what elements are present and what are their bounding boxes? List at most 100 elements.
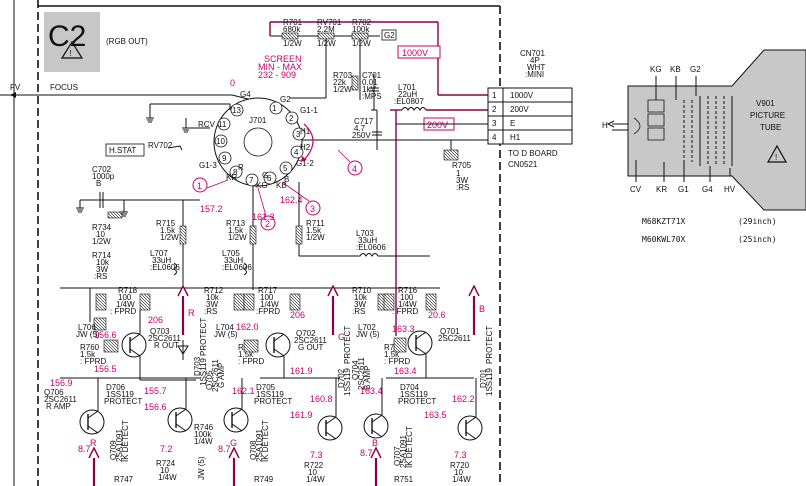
svg-text:1/4W: 1/4W bbox=[306, 475, 325, 484]
svg-text:R715: R715 bbox=[156, 219, 176, 228]
svg-text:163.4: 163.4 bbox=[394, 366, 417, 376]
svg-text:156.9: 156.9 bbox=[50, 378, 73, 388]
svg-text:160.8: 160.8 bbox=[310, 394, 333, 404]
svg-text:JW (5): JW (5) bbox=[214, 330, 238, 339]
svg-text:1SS119: 1SS119 bbox=[256, 390, 284, 399]
callout-2: 2 bbox=[265, 219, 270, 229]
svg-text:1SS119: 1SS119 bbox=[106, 390, 134, 399]
svg-text:C701: C701 bbox=[362, 71, 382, 80]
svg-text:: FPRD: : FPRD bbox=[110, 307, 136, 316]
svg-text:D705: D705 bbox=[256, 383, 276, 392]
svg-text:163.3: 163.3 bbox=[392, 324, 415, 334]
svg-text:KB: KB bbox=[670, 65, 681, 74]
g2-tag bbox=[381, 29, 397, 41]
svg-text:MIN - MAX: MIN - MAX bbox=[258, 62, 302, 72]
svg-text:200V: 200V bbox=[510, 105, 529, 114]
svg-text:10k: 10k bbox=[96, 258, 110, 267]
svg-text:R710: R710 bbox=[352, 286, 372, 295]
svg-text:R701: R701 bbox=[283, 18, 303, 27]
svg-text:IK DETECT: IK DETECT bbox=[121, 420, 130, 462]
svg-text:9: 9 bbox=[222, 154, 227, 163]
svg-text:RCV: RCV bbox=[198, 120, 216, 129]
svg-text:8.7: 8.7 bbox=[78, 444, 91, 454]
svg-text:11: 11 bbox=[218, 120, 227, 129]
svg-text:100: 100 bbox=[400, 293, 414, 302]
svg-text::RS: :RS bbox=[456, 183, 469, 192]
svg-text:2SC2611: 2SC2611 bbox=[148, 334, 181, 343]
svg-text:R716: R716 bbox=[398, 286, 418, 295]
svg-text:R: R bbox=[188, 308, 195, 318]
svg-text:TUBE: TUBE bbox=[760, 123, 781, 132]
svg-text:Q706: Q706 bbox=[44, 388, 64, 397]
warning-icon bbox=[766, 144, 788, 163]
c717: C717 4.7 250V bbox=[352, 110, 382, 150]
svg-text::RS: :RS bbox=[204, 307, 217, 316]
svg-text:PROTECT: PROTECT bbox=[343, 326, 352, 364]
svg-text:TO D BOARD: TO D BOARD bbox=[508, 149, 558, 158]
svg-text:3: 3 bbox=[296, 130, 301, 139]
measurement-callouts: 1 2 3 4 157.2 161.3 162.4 bbox=[192, 149, 363, 231]
svg-text:B: B bbox=[96, 179, 101, 188]
svg-text:R702: R702 bbox=[352, 18, 372, 27]
svg-text:1SS119: 1SS119 bbox=[400, 390, 428, 399]
svg-text:Q705: Q705 bbox=[205, 370, 214, 390]
svg-text:G2: G2 bbox=[384, 31, 395, 40]
svg-text:3: 3 bbox=[492, 119, 497, 128]
callout-3: 3 bbox=[310, 204, 315, 214]
screen-note: SCREEN MIN - MAX 232 - 909 bbox=[258, 54, 302, 80]
svg-text:L702: L702 bbox=[358, 323, 376, 332]
svg-text:1SS119: 1SS119 bbox=[343, 368, 352, 396]
svg-text:CN0521: CN0521 bbox=[508, 160, 538, 169]
svg-text:156.5: 156.5 bbox=[94, 364, 117, 374]
svg-text:L703: L703 bbox=[356, 229, 374, 238]
svg-text:2SC2611: 2SC2611 bbox=[211, 359, 220, 392]
svg-text:22k: 22k bbox=[333, 78, 347, 87]
section-code: C2 bbox=[48, 20, 86, 53]
svg-text:H1: H1 bbox=[300, 127, 311, 136]
svg-text:KB: KB bbox=[276, 181, 287, 190]
svg-text:8.7: 8.7 bbox=[218, 444, 231, 454]
svg-text:2: 2 bbox=[289, 114, 294, 123]
svg-text:4P: 4P bbox=[530, 56, 540, 65]
svg-text:1kV: 1kV bbox=[362, 85, 376, 94]
svg-text:161.3: 161.3 bbox=[252, 212, 275, 222]
svg-text:163.5: 163.5 bbox=[424, 410, 447, 420]
r705: R705 1 3W :RS bbox=[443, 140, 472, 192]
svg-text:G AMP: G AMP bbox=[217, 363, 226, 388]
svg-text:1SS119: 1SS119 bbox=[485, 368, 494, 396]
svg-text:WHT: WHT bbox=[527, 63, 545, 72]
svg-text:10: 10 bbox=[308, 468, 317, 477]
voltage-tag-1000v bbox=[397, 45, 441, 59]
svg-text:G1: G1 bbox=[678, 185, 689, 194]
svg-text:1/4W: 1/4W bbox=[158, 473, 177, 482]
svg-text:1.5k: 1.5k bbox=[228, 226, 244, 235]
svg-text:PROTECT: PROTECT bbox=[398, 397, 436, 406]
svg-text:L707: L707 bbox=[150, 249, 168, 258]
svg-text:IK DETECT: IK DETECT bbox=[261, 420, 270, 462]
r703-c701: R703 22k 1/2W C701 0.01 1kV :MPS bbox=[333, 71, 382, 111]
svg-text::EL0606: :EL0606 bbox=[356, 243, 386, 252]
svg-text:G2: G2 bbox=[280, 95, 291, 104]
svg-text:B: B bbox=[284, 175, 289, 184]
svg-text:R718: R718 bbox=[118, 286, 138, 295]
svg-text:KG: KG bbox=[650, 65, 662, 74]
svg-text:10: 10 bbox=[454, 468, 463, 477]
section-title: (RGB OUT) bbox=[106, 37, 148, 46]
svg-text:7.2: 7.2 bbox=[160, 444, 173, 454]
warning-icon bbox=[60, 40, 84, 59]
r-out-stage: Q703 2SC2611 R OUT 206 156.6 156.5 L706 … bbox=[76, 310, 196, 381]
svg-text:155.7: 155.7 bbox=[144, 386, 167, 396]
svg-text:3W: 3W bbox=[456, 176, 468, 185]
svg-text:13: 13 bbox=[232, 106, 241, 115]
svg-text:SCREEN: SCREEN bbox=[264, 54, 302, 64]
svg-text:1/4W: 1/4W bbox=[260, 300, 279, 309]
svg-text:1/2W: 1/2W bbox=[160, 233, 179, 242]
svg-text:V901: V901 bbox=[756, 99, 775, 108]
svg-text:3W: 3W bbox=[206, 300, 218, 309]
svg-text:1.5k: 1.5k bbox=[238, 350, 254, 359]
svg-text:4: 4 bbox=[492, 133, 497, 142]
svg-text:33uH: 33uH bbox=[224, 256, 243, 265]
svg-text:161.9: 161.9 bbox=[290, 366, 313, 376]
svg-text:100k: 100k bbox=[194, 430, 212, 439]
